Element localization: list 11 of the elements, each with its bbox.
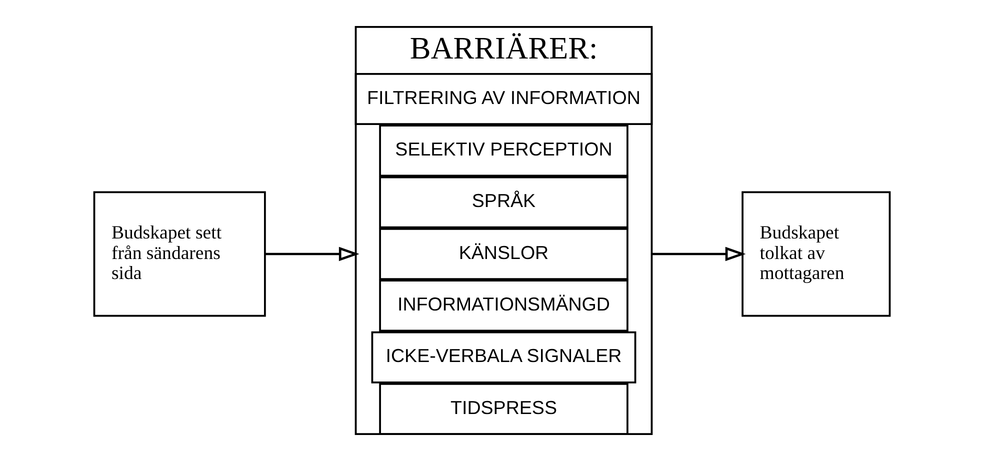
arrow	[651, 246, 746, 262]
node-box: KÄNSLOR	[378, 228, 628, 280]
node-box: SPRÅK	[378, 176, 628, 228]
node-box: ICKE-VERBALA SIGNALER	[370, 331, 636, 384]
node-box: SELEKTIV PERCEPTION	[378, 124, 628, 177]
node-box: TIDSPRESS	[378, 383, 628, 435]
node-box: Budskapet sett från sändarens sida	[92, 191, 266, 317]
arrow	[264, 246, 359, 262]
node-box: INFORMATIONSMÄNGD	[378, 280, 628, 332]
node-box: Budskapet tolkat av mottagaren	[741, 191, 890, 317]
node-box: FILTRERING AV INFORMATION	[354, 72, 652, 125]
